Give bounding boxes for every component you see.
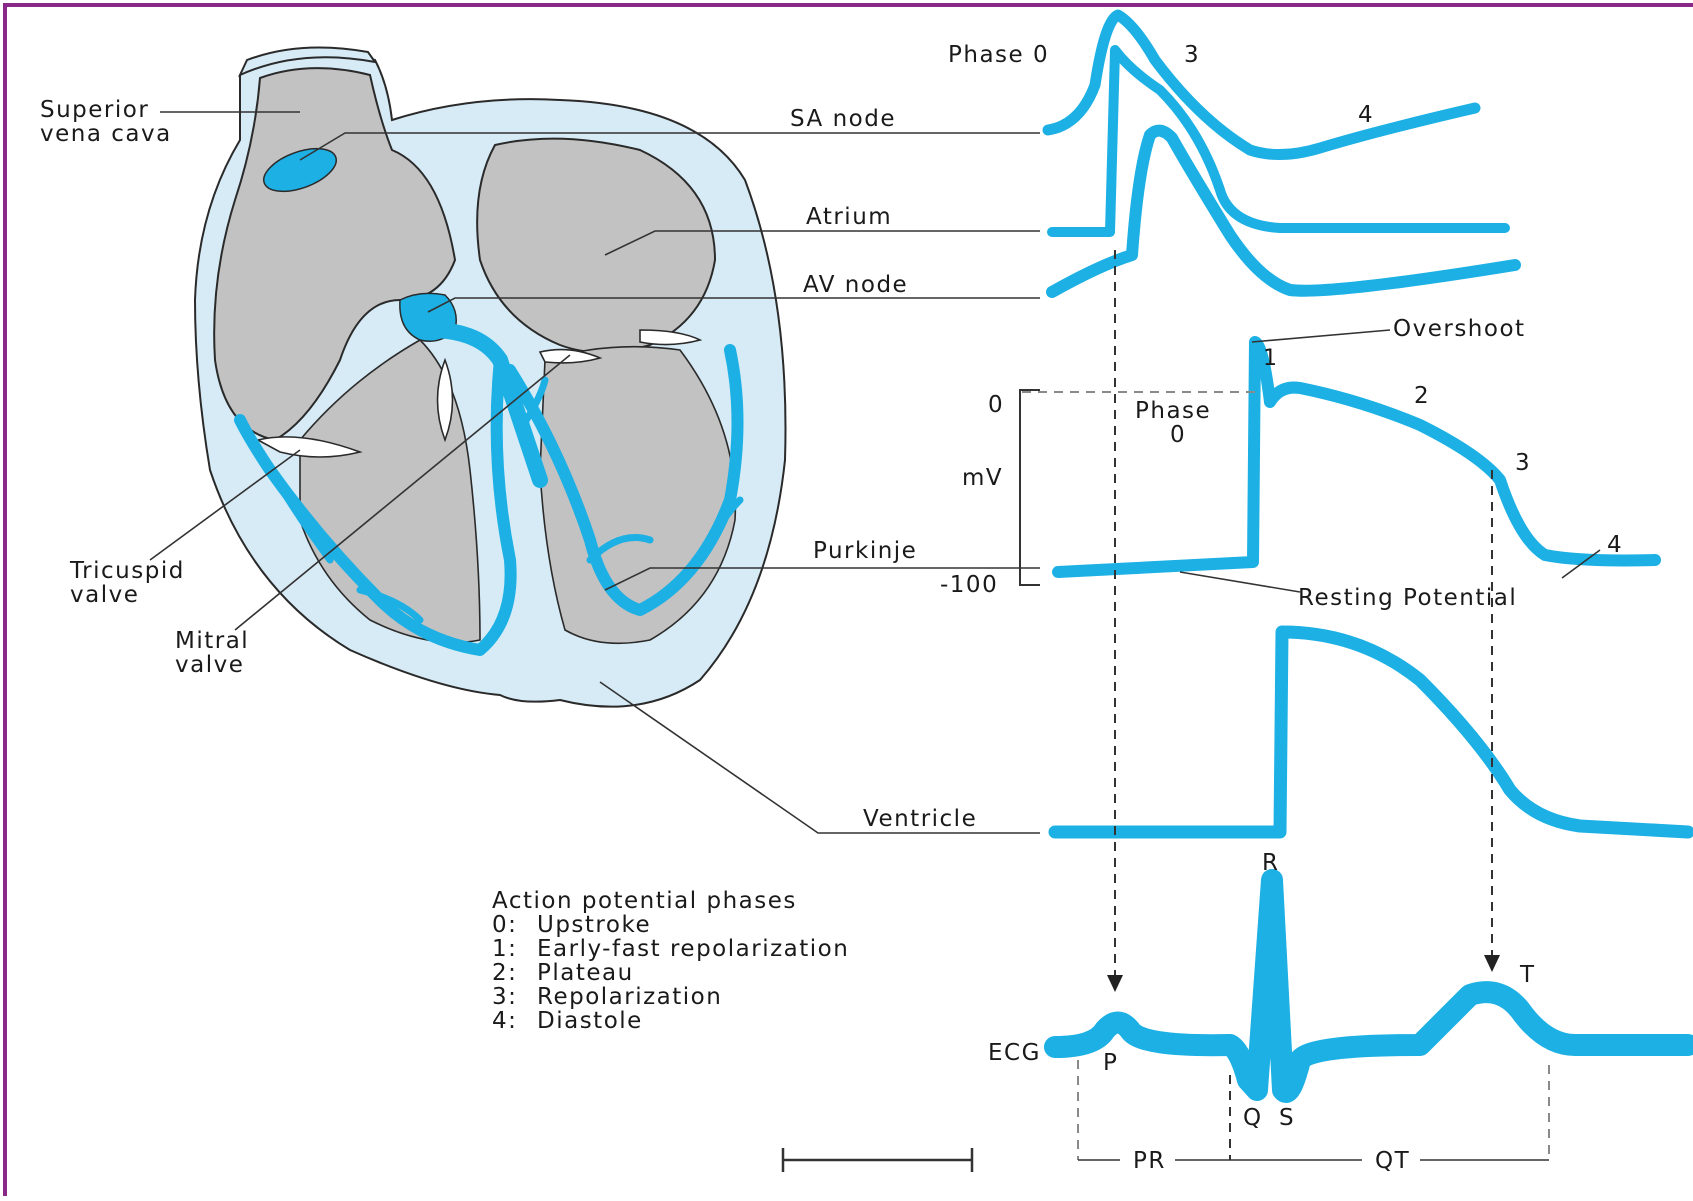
ecg-t-label: T [1519,962,1536,988]
arrow-head-t [1484,955,1500,972]
label-tricuspid-2: valve [70,582,139,608]
legend-title: Action potential phases [492,888,797,914]
purkinje-phase3-label: 3 [1515,450,1531,476]
label-mitral-2: valve [175,652,244,678]
sa-phase4-label: 4 [1358,102,1374,128]
label-superior-2: vena cava [40,121,172,147]
legend-text-0: Upstroke [537,912,651,938]
legend-num-2: 2: [492,960,517,986]
axis-unit-label: mV [962,465,1003,491]
arrow-head-p [1107,975,1123,992]
legend-num-1: 1: [492,936,517,962]
leader-resting-left [1180,572,1300,592]
mv-axis-bracket [1020,390,1040,585]
legend-text-2: Plateau [537,960,634,986]
ecg-q-label: Q [1243,1105,1263,1131]
legend-text-1: Early-fast repolarization [537,936,849,962]
heart-illustration [195,48,786,707]
purkinje-phase0-label-1: Phase [1135,398,1211,424]
atrium-trace [1052,50,1505,232]
purkinje-phase2-label: 2 [1414,383,1430,409]
label-sa-node: SA node [790,106,896,132]
purkinje-overshoot-label: Overshoot [1393,316,1526,342]
axis-min-label: -100 [940,572,998,598]
label-mitral-1: Mitral [175,628,249,654]
sa-phase0-label: Phase 0 [948,42,1049,68]
ecg-label: ECG [988,1040,1041,1066]
legend-num-0: 0: [492,912,517,938]
legend-num-4: 4: [492,1008,517,1034]
ventricle-trace [1055,632,1688,832]
label-ventricle: Ventricle [863,806,977,832]
axis-zero-label: 0 [988,392,1004,418]
label-tricuspid-1: Tricuspid [69,558,185,584]
legend-text-3: Repolarization [537,984,722,1010]
purkinje-phase0-label-2: 0 [1170,422,1186,448]
purkinje-trace [1058,342,1655,572]
ecg-s-label: S [1279,1105,1295,1131]
label-purkinje: Purkinje [813,538,917,564]
sa-phase3-label: 3 [1184,42,1200,68]
label-atrium: Atrium [806,204,892,230]
ecg-trace [1055,880,1688,1092]
scale-bar [783,1148,972,1172]
interval-qt-label: QT [1375,1148,1410,1174]
legend-num-3: 3: [492,984,517,1010]
resting-potential-label: Resting Potential [1298,585,1517,611]
purkinje-phase1-label: 1 [1263,346,1277,371]
interval-pr-label: PR [1133,1148,1166,1174]
leader-overshoot [1252,330,1390,342]
label-superior-1: Superior [40,97,149,123]
legend-text-4: Diastole [537,1008,643,1034]
label-av-node: AV node [803,272,908,298]
purkinje-phase4-label: 4 [1607,532,1623,558]
phase-legend: Action potential phases 0: Upstroke 1: E… [492,888,849,1034]
ecg-p-label: P [1103,1050,1118,1076]
ecg-r-label: R [1262,850,1279,876]
